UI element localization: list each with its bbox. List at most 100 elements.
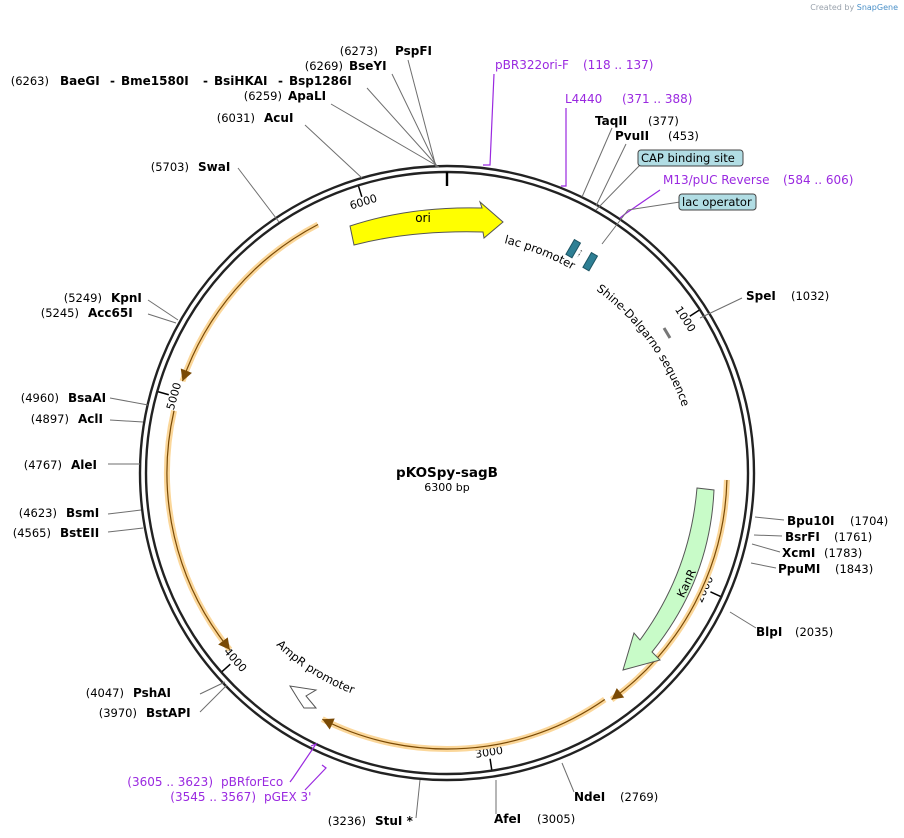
orf-arc-left-upper[interactable] xyxy=(179,221,320,383)
svg-text:KpnI: KpnI xyxy=(111,291,142,305)
svg-text:pBRforEco: pBRforEco xyxy=(221,775,283,789)
site-bstapi[interactable]: (3970)BstAPI xyxy=(99,706,191,720)
ruler-tick xyxy=(489,758,493,770)
credit-prefix: Created by xyxy=(810,3,855,12)
ruler-tick-label: 5000 xyxy=(164,381,184,411)
svg-text:Bme1580I: Bme1580I xyxy=(121,74,189,88)
svg-text:(584 .. 606): (584 .. 606) xyxy=(783,173,853,187)
svg-text:(3970): (3970) xyxy=(99,706,137,720)
svg-text:(4623): (4623) xyxy=(19,506,57,520)
svg-text:(3605 .. 3623): (3605 .. 3623) xyxy=(127,775,213,789)
ruler-tick-label: 4000 xyxy=(221,645,249,675)
ruler-tick xyxy=(158,391,170,396)
ampr-promoter-feature[interactable]: AmpR promoter xyxy=(274,637,357,709)
svg-text:(4960): (4960) xyxy=(21,391,59,405)
site-xcmi[interactable]: XcmI(1783) xyxy=(782,546,862,560)
site-swai[interactable]: (5703) SwaI xyxy=(151,160,231,174)
site-afei[interactable]: AfeI(3005) xyxy=(494,812,575,826)
primer-m13-puc-reverse[interactable]: M13/pUC Reverse (584 .. 606) xyxy=(663,173,853,187)
svg-text:(371 .. 388): (371 .. 388) xyxy=(622,92,692,106)
site-dash: - xyxy=(110,74,115,88)
orf-arc-left-lower[interactable] xyxy=(164,410,233,652)
site-leaders xyxy=(107,59,785,819)
svg-text:(6273): (6273) xyxy=(340,44,378,58)
site-bpu10i[interactable]: Bpu10I(1704) xyxy=(787,514,888,528)
svg-text:PspFI: PspFI xyxy=(395,44,432,58)
site-ndei[interactable]: NdeI(2769) xyxy=(574,790,658,804)
snapgene-credit: Created by SnapGene xyxy=(810,3,898,12)
shine-dalgarno-feature[interactable]: Shine-Dalgarno sequence xyxy=(594,281,693,408)
lac-promoter-feature[interactable]: ⇢⇢ lac promoter xyxy=(503,232,599,272)
svg-text:BaeGI: BaeGI xyxy=(60,74,100,88)
svg-text:BstEII: BstEII xyxy=(60,526,99,540)
svg-text:pBR322ori-F: pBR322ori-F xyxy=(495,58,569,72)
svg-text:lac operator: lac operator xyxy=(682,195,752,209)
svg-text:StuI *: StuI * xyxy=(375,814,414,828)
orf-arc-kanr[interactable] xyxy=(609,479,730,702)
svg-text:(6031): (6031) xyxy=(217,111,255,125)
svg-text:SwaI: SwaI xyxy=(198,160,230,174)
svg-text:(4897): (4897) xyxy=(31,412,69,426)
svg-text:(1032): (1032) xyxy=(791,289,829,303)
site-pvuii[interactable]: PvuII(453) xyxy=(615,129,699,143)
svg-text:L4440: L4440 xyxy=(565,92,602,106)
ruler-tick xyxy=(689,309,700,317)
svg-text:M13/pUC Reverse: M13/pUC Reverse xyxy=(663,173,770,187)
site-bsmi[interactable]: (4623)BsmI xyxy=(19,506,100,520)
svg-text:(377): (377) xyxy=(648,114,679,128)
primer-l4440[interactable]: L4440 (371 .. 388) xyxy=(565,92,692,106)
site-kpni[interactable]: (5249) KpnI xyxy=(64,291,142,305)
orf-arc-bottom[interactable] xyxy=(320,697,607,752)
site-taqii[interactable]: TaqII (377) xyxy=(595,114,679,128)
primer-labels: pBR322ori-F (118 .. 137) L4440 (371 .. 388… xyxy=(127,58,853,804)
svg-text:pGEX 3': pGEX 3' xyxy=(264,790,311,804)
svg-text:(118 .. 137): (118 .. 137) xyxy=(583,58,653,72)
site-baegi-group[interactable]: (6263) BaeGI - Bme1580I - BsiHKAI - Bsp1… xyxy=(11,74,352,88)
site-ppumi[interactable]: PpuMI(1843) xyxy=(778,562,873,576)
svg-text:(6269): (6269) xyxy=(305,59,343,73)
ruler-tick-label: 6000 xyxy=(348,192,379,213)
svg-text:AfeI: AfeI xyxy=(494,812,521,826)
site-blpi[interactable]: BlpI (2035) xyxy=(756,625,833,639)
site-acui[interactable]: (6031)AcuI xyxy=(217,111,294,125)
lac-block-glyph: ⇢⇢ xyxy=(576,249,585,259)
svg-text:XcmI: XcmI xyxy=(782,546,815,560)
site-alei[interactable]: (4767)AleI xyxy=(24,458,97,472)
svg-text:(2035): (2035) xyxy=(795,625,833,639)
svg-text:CAP binding site: CAP binding site xyxy=(641,151,735,165)
shine-dalgarno-label: Shine-Dalgarno sequence xyxy=(594,281,693,408)
site-bseyi[interactable]: (6269)BseYI xyxy=(305,59,387,73)
site-pshai[interactable]: (4047)PshAI xyxy=(86,686,171,700)
site-bsrfi[interactable]: BsrFI (1761) xyxy=(785,530,872,544)
svg-text:SpeI: SpeI xyxy=(746,289,776,303)
site-spei[interactable]: SpeI (1032) xyxy=(746,289,829,303)
primer-pbrforeco[interactable]: (3605 .. 3623) pBRforEco xyxy=(127,775,283,789)
svg-text:(6263): (6263) xyxy=(11,74,49,88)
svg-text:(5249): (5249) xyxy=(64,291,102,305)
svg-text:TaqII: TaqII xyxy=(595,114,627,128)
lac-operator[interactable]: lac operator xyxy=(678,193,757,211)
ruler-tick-label: 1000 xyxy=(672,304,698,335)
svg-text:(2769): (2769) xyxy=(620,790,658,804)
cap-binding-site[interactable]: CAP binding site xyxy=(637,149,744,167)
svg-text:(5703): (5703) xyxy=(151,160,189,174)
ruler-tick xyxy=(357,186,363,198)
svg-text:AleI: AleI xyxy=(71,458,97,472)
site-acli[interactable]: (4897)AclI xyxy=(31,412,103,426)
primer-pgex-3[interactable]: (3545 .. 3567)pGEX 3' xyxy=(170,790,311,804)
site-bsteii[interactable]: (4565)BstEII xyxy=(13,526,99,540)
site-apali[interactable]: (6259)ApaLI xyxy=(244,89,326,103)
svg-text:(1761): (1761) xyxy=(834,530,872,544)
plasmid-name: pKOSpy-sagB xyxy=(396,465,498,481)
site-bsaai[interactable]: (4960)BsaAI xyxy=(21,391,106,405)
site-acc65i[interactable]: (5245)Acc65I xyxy=(41,306,133,320)
site-stui[interactable]: (3236)StuI * xyxy=(328,814,414,828)
site-pspfi[interactable]: (6273) PspFI xyxy=(340,44,432,58)
svg-text:BsrFI: BsrFI xyxy=(785,530,820,544)
primer-pbr322ori-f[interactable]: pBR322ori-F (118 .. 137) xyxy=(495,58,653,72)
svg-text:PpuMI: PpuMI xyxy=(778,562,820,576)
ori-feature[interactable]: ori xyxy=(349,200,504,246)
svg-text:BlpI: BlpI xyxy=(756,625,782,639)
svg-text:(1704): (1704) xyxy=(850,514,888,528)
